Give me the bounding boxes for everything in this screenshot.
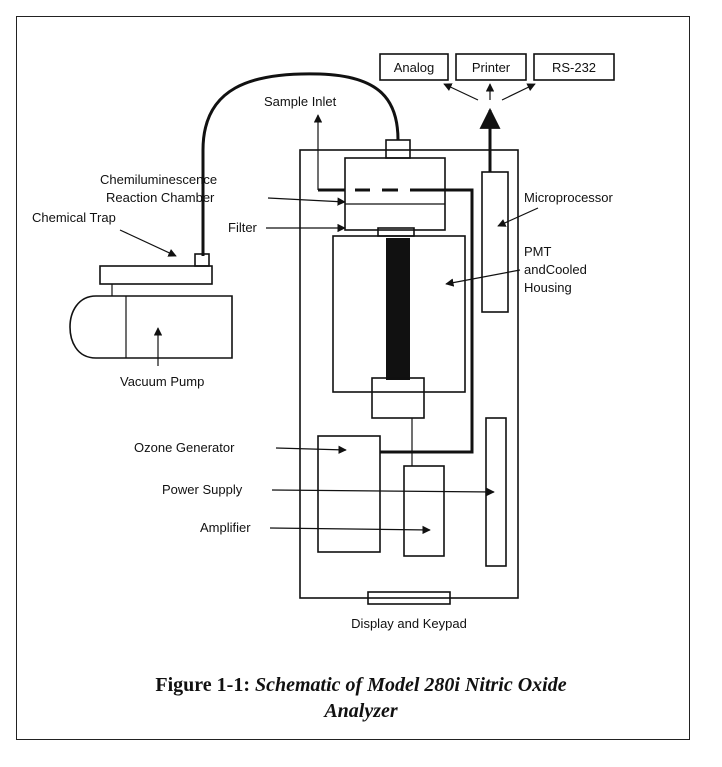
caption-title-line2: Analyzer (324, 700, 398, 722)
vacuum-pump-body (69, 295, 233, 359)
microprocessor-box (481, 171, 509, 313)
microprocessor-label: Microprocessor (524, 190, 614, 205)
ozone-generator-pointer (275, 445, 347, 454)
printer-label: Printer (472, 60, 511, 75)
analyzer-enclosure (299, 149, 519, 599)
pmt-base-box (371, 377, 425, 419)
pmt-label-line2: andCooled (524, 262, 587, 277)
analog-label: Analog (394, 60, 434, 75)
rs232-output-box (533, 53, 615, 81)
amplifier-box (403, 465, 445, 557)
reaction-chamber-box (344, 157, 446, 231)
figure-caption: Figure 1-1: Schematic of Model 280i Nitr… (30, 672, 692, 724)
microprocessor-pointer (497, 207, 539, 227)
caption-prefix: Figure 1-1: (155, 674, 255, 696)
display-keypad-label: Display and Keypad (351, 616, 467, 631)
chemiluminescence-label: Chemiluminescence (100, 172, 217, 187)
filter-label: Filter (228, 220, 258, 235)
rs232-label: RS-232 (552, 60, 596, 75)
power-supply-label: Power Supply (162, 482, 243, 497)
sample-inlet-port (385, 139, 411, 159)
amplifier-pointer (269, 525, 431, 535)
power-supply-pointer (271, 487, 495, 497)
chemical-trap-port (194, 253, 210, 267)
ozone-gas-line (380, 188, 474, 454)
ozone-generator-label: Ozone Generator (134, 440, 235, 455)
pmt-housing-box (332, 235, 466, 393)
vacuum-pump-label: Vacuum Pump (120, 374, 204, 389)
chemical-trap-pointer (119, 229, 177, 257)
pmt-label-line3: Housing (524, 280, 572, 295)
figure-frame (16, 16, 690, 740)
chemical-trap-box (99, 265, 213, 285)
filter-element (377, 227, 415, 237)
analog-output-box (379, 53, 449, 81)
amplifier-label: Amplifier (200, 520, 251, 535)
pmt-label-line1: PMT (524, 244, 552, 259)
trap-to-chamber-tube (201, 72, 400, 256)
chemical-trap-label: Chemical Trap (32, 210, 116, 225)
rs232-connector (501, 83, 536, 101)
ozone-generator-box (317, 435, 381, 553)
pmt-pointer (445, 269, 521, 287)
printer-output-box (455, 53, 527, 81)
reaction-chamber-pointer (267, 197, 346, 206)
analog-connector (443, 83, 479, 101)
display-keypad-box (367, 591, 451, 605)
reaction-chamber-label: Reaction Chamber (106, 190, 215, 205)
caption-title-line1: Schematic of Model 280i Nitric Oxide (254, 674, 567, 696)
pmt-tube (386, 238, 410, 380)
sample-inlet-label: Sample Inlet (264, 94, 337, 109)
